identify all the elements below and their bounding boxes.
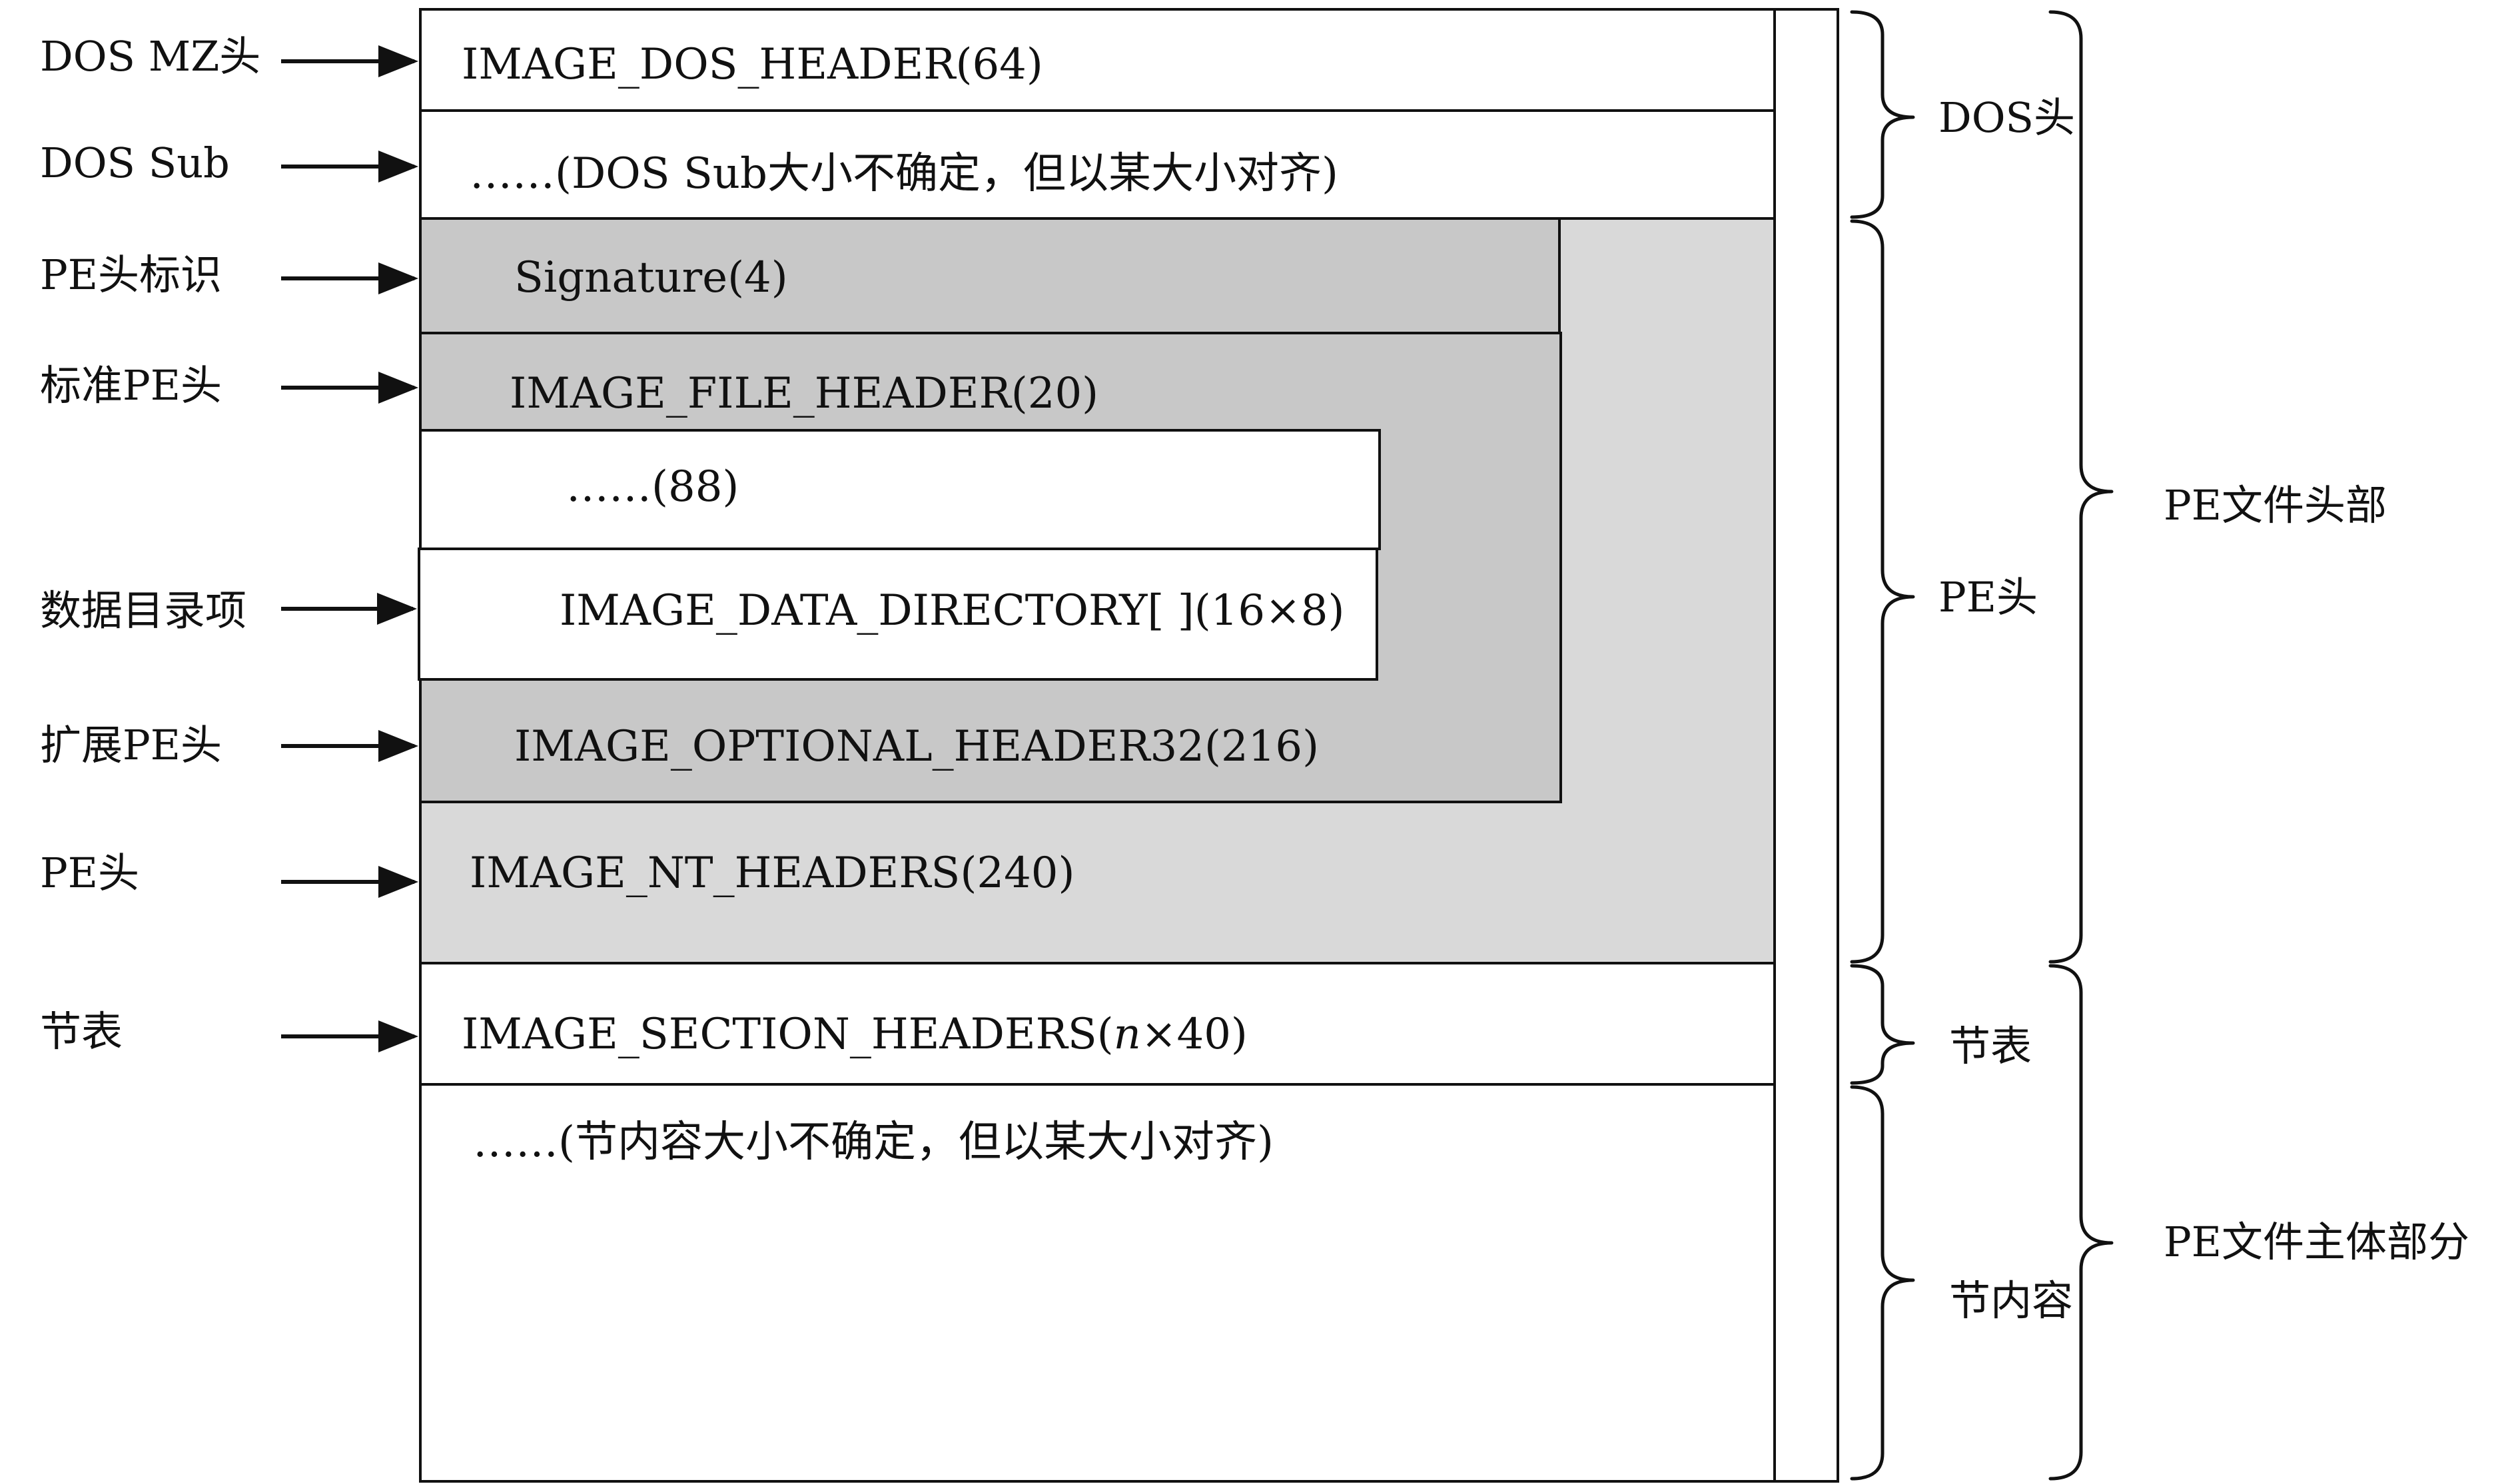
brace-dos-head — [1850, 10, 1915, 219]
section-headers-box — [419, 962, 1776, 1086]
section-headers-suffix: ×40) — [1141, 1010, 1248, 1059]
signature-text: Signature(4) — [514, 253, 788, 302]
right-margin-column — [1773, 8, 1839, 1483]
dos-header-text: IMAGE_DOS_HEADER(64) — [462, 40, 1043, 89]
label-section-table: 节表 — [40, 1007, 123, 1056]
label-pe-head-right: PE头 — [1938, 573, 2038, 621]
label-pe-signature: PE头标识 — [40, 250, 222, 299]
dos-header-box — [419, 8, 1776, 112]
nt-headers-text: IMAGE_NT_HEADERS(240) — [470, 849, 1074, 898]
dos-stub-box — [419, 109, 1776, 220]
label-pe-file-body: PE文件主体部分 — [2164, 1218, 2469, 1266]
brace-section-content — [1850, 1085, 1915, 1481]
label-pe-header: PE头 — [40, 849, 139, 897]
brace-pe-file-header — [2048, 10, 2114, 964]
signature-box — [419, 217, 1561, 334]
brace-pe-head — [1850, 219, 1915, 964]
file-header-text: IMAGE_FILE_HEADER(20) — [510, 369, 1098, 418]
label-dos-sub: DOS Sub — [40, 139, 230, 187]
label-section-content-right: 节内容 — [1949, 1276, 2073, 1325]
optional-fields-box — [419, 429, 1381, 550]
data-directory-text: IMAGE_DATA_DIRECTORY[ ](16×8) — [560, 586, 1344, 635]
brace-section-table — [1850, 964, 1915, 1085]
section-headers-text: IMAGE_SECTION_HEADERS(n×40) — [462, 1010, 1248, 1059]
dos-stub-text: ……(DOS Sub大小不确定，但以某大小对齐) — [470, 149, 1338, 198]
label-pe-file-header: PE文件头部 — [2164, 481, 2387, 530]
label-dos-mz: DOS MZ头 — [40, 32, 260, 81]
label-extended-pe: 扩展PE头 — [40, 721, 222, 769]
section-headers-prefix: IMAGE_SECTION_HEADERS( — [462, 1010, 1114, 1059]
optional-fields-text: ……(88) — [566, 462, 739, 512]
data-directory-box — [418, 548, 1378, 681]
label-data-directory: 数据目录项 — [40, 586, 246, 635]
label-dos-head-right: DOS头 — [1938, 93, 2075, 142]
section-content-box — [419, 1083, 1776, 1483]
section-content-text: ……(节内容大小不确定，但以某大小对齐) — [473, 1118, 1274, 1167]
label-standard-pe: 标准PE头 — [40, 361, 222, 410]
brace-pe-file-body — [2048, 964, 2114, 1481]
optional-header-text: IMAGE_OPTIONAL_HEADER32(216) — [514, 722, 1319, 771]
section-headers-n: n — [1114, 1010, 1141, 1059]
label-section-table-right: 节表 — [1949, 1022, 2032, 1070]
